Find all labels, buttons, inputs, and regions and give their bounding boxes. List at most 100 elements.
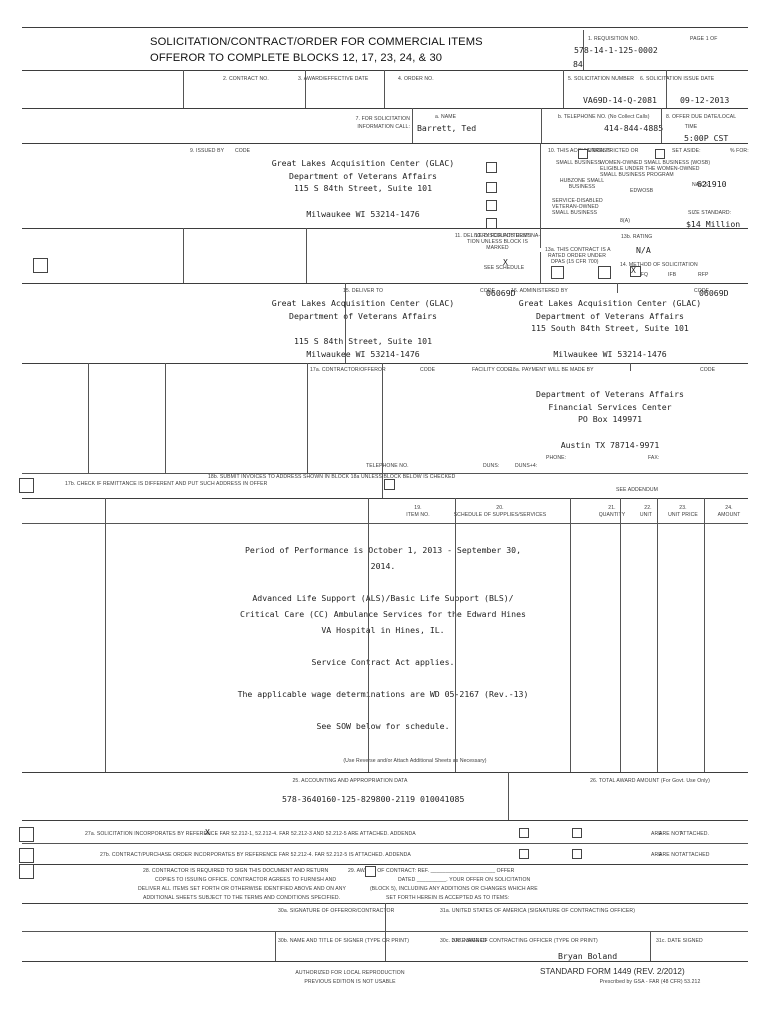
block15-label: 15. DELIVER TO bbox=[343, 288, 384, 294]
page-of-label: PAGE 1 OF bbox=[690, 36, 718, 42]
block6-label: 6. SOLICITATION ISSUE DATE bbox=[640, 76, 715, 82]
form-title-line2: OFFEROR TO COMPLETE BLOCKS 12, 17, 23, 2… bbox=[150, 52, 443, 64]
block27a-tail: ATTACHED. bbox=[680, 831, 710, 837]
block16-code-label: CODE bbox=[694, 288, 710, 294]
block27b-checkbox-are[interactable] bbox=[519, 849, 529, 859]
block13b-label: 13b. RATING bbox=[621, 234, 653, 240]
block6-value[interactable]: 09-12-2013 bbox=[680, 95, 730, 105]
block1-label: 1. REQUISITION NO. bbox=[588, 36, 640, 42]
block27a-are-label[interactable]: ARE bbox=[651, 831, 662, 837]
block5-label: 5. SOLICITATION NUMBER bbox=[568, 76, 635, 82]
schedule-body-text: Period of Performance is October 1, 2013… bbox=[237, 545, 529, 731]
block7-label-line1: 7. FOR SOLICITATION bbox=[355, 116, 410, 122]
block28-left-checkbox[interactable] bbox=[19, 864, 34, 879]
footer-right-line1: STANDARD FORM 1449 (REV. 2/2012) bbox=[540, 967, 685, 976]
block27a-left-checkbox[interactable] bbox=[19, 827, 34, 842]
block27b-checkbox-are-not[interactable] bbox=[572, 849, 582, 859]
block27a-checkbox-are[interactable] bbox=[519, 828, 529, 838]
block29-checkbox[interactable] bbox=[365, 866, 376, 877]
block8-value[interactable]: 5:00P CST bbox=[684, 133, 729, 143]
block17b-label: 17b. CHECK IF REMITTANCE IS DIFFERENT AN… bbox=[65, 481, 268, 487]
block27a-checked-mark: X bbox=[205, 828, 210, 837]
block10-option-edwosb[interactable]: EDWOSB bbox=[630, 188, 654, 194]
use-reverse-note: (Use Reverse and/or Attach Additional Sh… bbox=[343, 758, 487, 764]
block11-checked-mark: X bbox=[503, 258, 508, 267]
block13a-checkbox-1[interactable] bbox=[551, 266, 564, 279]
block4-label: 4. ORDER NO. bbox=[398, 76, 434, 82]
block27b-are-not-label[interactable]: ARE NOT bbox=[659, 852, 683, 858]
block31b-label: 31b. NAME OF CONTRACTING OFFICER (TYPE O… bbox=[452, 938, 598, 944]
block10-checkbox-small-business[interactable] bbox=[486, 162, 497, 173]
block18b-checkbox[interactable] bbox=[384, 479, 395, 490]
block17a-duns-label: DUNS: bbox=[483, 463, 500, 469]
block10-option-8a[interactable]: 8(A) bbox=[620, 218, 631, 224]
block29-line4: SET FORTH HEREIN IS ACCEPTED AS TO ITEMS… bbox=[386, 895, 510, 901]
block27b-left-checkbox[interactable] bbox=[19, 848, 34, 863]
block29-line1: 29. AWARD OF CONTRACT: REF. ____________… bbox=[348, 868, 515, 874]
block10-naics-value[interactable]: 621910 bbox=[697, 179, 727, 189]
block31b-value[interactable]: Bryan Boland bbox=[558, 951, 618, 961]
block7b-value[interactable]: 414-844-4885 bbox=[604, 123, 664, 133]
block30a-label: 30a. SIGNATURE OF OFFEROR/CONTRACTOR bbox=[278, 908, 395, 914]
block14-checkbox-rfq[interactable] bbox=[630, 266, 641, 277]
block11-label: 11. DELIVERY FOR FOB DESTINA-TION UNLESS… bbox=[454, 233, 541, 252]
table-header-24-num: 24. bbox=[725, 505, 733, 511]
block27a-are-not-label[interactable]: ARE NOT bbox=[659, 831, 683, 837]
block10-setaside-label: SET ASIDE: bbox=[672, 148, 701, 154]
block13a-checkbox-2[interactable] bbox=[598, 266, 611, 279]
block12-label: 12. DISCOUNT TERMS bbox=[475, 233, 531, 239]
block14-option-rfp[interactable]: RFP bbox=[698, 272, 709, 278]
block10-checkbox-hubzone[interactable] bbox=[486, 182, 497, 193]
block17a-facility-label: FACILITY CODE bbox=[472, 367, 512, 373]
block10-unrestricted-checkbox[interactable] bbox=[578, 149, 588, 159]
block18a-phone-label: PHONE: bbox=[546, 455, 567, 461]
block29-line2: DATED __________. YOUR OFFER ON SOLICITA… bbox=[398, 877, 531, 883]
block18a-address: Department of Veterans Affairs Financial… bbox=[536, 389, 684, 450]
block1-value[interactable]: 578-14-1-125-0002 bbox=[574, 45, 658, 55]
block7a-label: a. NAME bbox=[435, 114, 457, 120]
block13b-value[interactable]: N/A bbox=[636, 245, 651, 255]
footer-left-line2: PREVIOUS EDITION IS NOT USABLE bbox=[304, 979, 396, 985]
block10-option-wosb[interactable]: WOMEN-OWNED SMALL BUSINESS (WOSB) ELIGIB… bbox=[600, 160, 711, 179]
block17a-label: 17a. CONTRACTOR/OFFEROR bbox=[310, 367, 386, 373]
block30b-label: 30b. NAME AND TITLE OF SIGNER (TYPE OR P… bbox=[278, 938, 410, 944]
block26-label: 26. TOTAL AWARD AMOUNT (For Govt. Use On… bbox=[590, 778, 710, 784]
block18a-label: 18a. PAYMENT WILL BE MADE BY bbox=[510, 367, 594, 373]
table-header-21-label: QUANTITY bbox=[598, 512, 626, 518]
block10-size-standard-label: SIZE STANDARD: bbox=[688, 210, 732, 216]
block7a-value[interactable]: Barrett, Ted bbox=[417, 123, 477, 133]
block14-option-ifb[interactable]: IFB bbox=[668, 272, 677, 278]
block10-checkbox-sdvosb[interactable] bbox=[486, 200, 497, 211]
block10-option-sdvosb[interactable]: SERVICE-DISABLED VETERAN-OWNED SMALL BUS… bbox=[552, 198, 603, 217]
block31a-label: 31a. UNITED STATES OF AMERICA (SIGNATURE… bbox=[440, 908, 636, 914]
block5-value[interactable]: VA69D-14-Q-2081 bbox=[583, 95, 657, 105]
block11-checkbox[interactable] bbox=[33, 258, 48, 273]
block10-option-hubzone[interactable]: HUBZONE SMALL BUSINESS bbox=[559, 178, 605, 191]
block28-line1: 28. CONTRACTOR IS REQUIRED TO SIGN THIS … bbox=[143, 868, 329, 874]
block17b-checkbox[interactable] bbox=[19, 478, 34, 493]
block27b-tail: ATTACHED bbox=[682, 852, 710, 858]
block17a-duns4-label: DUNS+4: bbox=[515, 463, 538, 469]
block25-label: 25. ACCOUNTING AND APPROPRIATION DATA bbox=[292, 778, 408, 784]
block16-code-value[interactable]: 06069D bbox=[699, 288, 729, 298]
table-header-22-label: UNIT bbox=[639, 512, 653, 518]
block29-line3: (BLOCK 5), INCLUDING ANY ADDITIONS OR CH… bbox=[370, 886, 538, 892]
block10-setaside-checkbox[interactable] bbox=[655, 149, 665, 159]
block15-code-value[interactable]: 06069D bbox=[486, 288, 516, 298]
block10-size-standard-value[interactable]: $14 Million bbox=[686, 219, 741, 229]
block7b-label: b. TELEPHONE NO. (No Collect Calls) bbox=[558, 114, 650, 120]
block10-option-small-business[interactable]: SMALL BUSINESS bbox=[556, 160, 602, 166]
page-of-value: 84 bbox=[573, 59, 583, 69]
block28-line4: ADDITIONAL SHEETS SUBJECT TO THE TERMS A… bbox=[143, 895, 341, 901]
block30c-label: 30c. DATE SIGNED bbox=[440, 938, 487, 944]
table-header-23-label: UNIT PRICE bbox=[668, 512, 698, 518]
block27b-are-label[interactable]: ARE bbox=[651, 852, 662, 858]
block9-code-label: CODE bbox=[235, 148, 251, 154]
block14-option-rfq[interactable]: RFQ bbox=[637, 272, 649, 278]
block11-see-schedule-label: SEE SCHEDULE bbox=[483, 265, 525, 271]
block25-value[interactable]: 578-3640160-125-829800-2119 010041085 bbox=[282, 794, 465, 804]
block27a-checkbox-are-not[interactable] bbox=[572, 828, 582, 838]
table-header-22-num: 22. bbox=[644, 505, 652, 511]
table-header-24-label: AMOUNT bbox=[717, 512, 741, 518]
